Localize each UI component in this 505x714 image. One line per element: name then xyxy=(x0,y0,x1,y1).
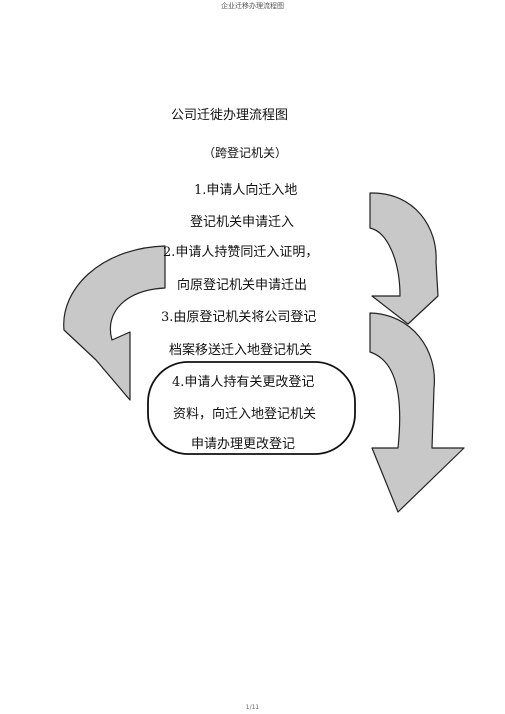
step-4-line-3: 申请办理更改登记 xyxy=(191,437,296,452)
step-4-box xyxy=(147,361,356,455)
page-subtitle: （跨登记机关） xyxy=(203,146,288,160)
running-header: 企业迁移办理流程图 xyxy=(221,2,284,10)
step-1-line-1: 1.申请人向迁入地 xyxy=(194,183,298,198)
step-4-line-2: 资料，向迁入地登记机关 xyxy=(173,407,317,422)
curved-arrow-left xyxy=(63,245,166,401)
step-3-line-1: 3.由原登记机关将公司登记 xyxy=(161,310,317,325)
step-1-line-2: 登记机关申请迁入 xyxy=(190,215,295,230)
page-number: 1/11 xyxy=(245,704,260,711)
curved-arrow-right-upper xyxy=(369,192,439,325)
curved-arrow-right-lower xyxy=(369,312,465,513)
page-title: 公司迁徙办理流程图 xyxy=(171,108,289,123)
step-2-line-1: 2.申请人持赞同迁入证明， xyxy=(163,245,319,260)
step-3-line-2: 档案移送迁入地登记机关 xyxy=(169,343,313,358)
step-4-line-1: 4.申请人持有关更改登记 xyxy=(172,375,315,390)
step-2-line-2: 向原登记机关申请迁出 xyxy=(177,278,308,293)
